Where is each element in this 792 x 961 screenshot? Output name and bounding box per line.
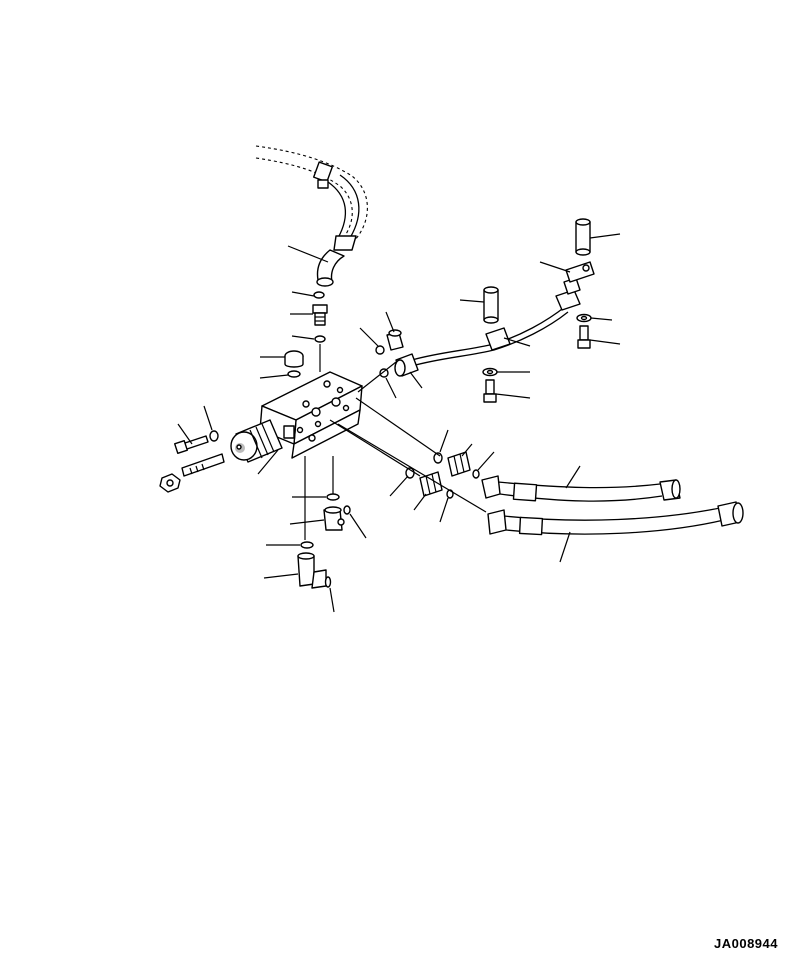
connector-fitting-2 [419, 471, 443, 497]
mounting-bolt [173, 435, 209, 455]
bolt-washer [209, 430, 219, 442]
straight-adapter-fitting [312, 304, 328, 326]
sensor-wire-harness [394, 277, 581, 377]
clamp-washer-mid [482, 367, 498, 377]
o-ring-plug [287, 370, 301, 378]
callout-leader-lines [177, 233, 621, 613]
clamp-bolt-right [577, 325, 591, 349]
blind-plug [284, 350, 304, 368]
clamp-bolt-mid [483, 379, 497, 403]
assembly-center-lines [304, 344, 487, 540]
drawing-reference-code: JA008944 [714, 936, 778, 951]
o-ring-sensor [375, 345, 385, 355]
o-ring-lower-4 [324, 576, 332, 588]
o-ring-lower-3 [300, 541, 314, 549]
stud-bolt [181, 453, 225, 477]
wire-clamp [565, 261, 595, 283]
elbow-fitting-lower [297, 552, 327, 589]
o-ring-adapter [314, 335, 326, 343]
o-ring-valve-side [379, 368, 389, 378]
o-ring-top [313, 291, 325, 299]
clamp-washer-right [576, 313, 592, 323]
sensor-plug [386, 329, 404, 351]
hydraulic-hose-lower [487, 501, 744, 536]
o-ring-lower-1 [326, 493, 340, 501]
control-valve-block [259, 371, 363, 459]
hex-nut [159, 473, 181, 493]
elbow-hose-fitting [316, 249, 345, 287]
o-ring-lower-2 [343, 505, 351, 515]
hydraulic-hose-upper [481, 475, 681, 502]
solenoid-actuator [230, 419, 283, 463]
tee-fitting [323, 506, 345, 531]
spacer-collar-mid [483, 286, 499, 324]
upstream-hose [255, 145, 368, 251]
spacer-collar-top [575, 218, 591, 256]
connector-fitting-1 [447, 451, 471, 477]
o-ring-right-2 [472, 469, 480, 479]
